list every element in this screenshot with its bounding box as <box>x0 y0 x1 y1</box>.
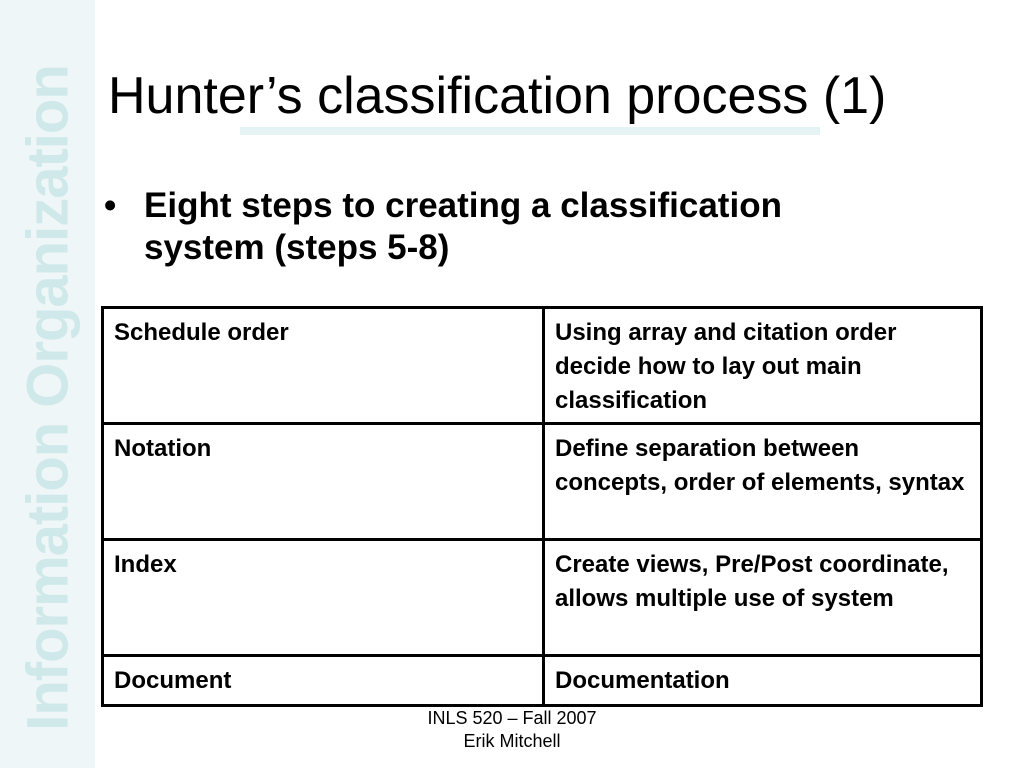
title-underline <box>240 127 820 135</box>
bullet-item: • Eight steps to creating a classificati… <box>104 185 904 269</box>
footer-author: Erik Mitchell <box>463 731 561 751</box>
sidebar-band <box>0 0 95 768</box>
step-name-cell: Notation <box>101 422 545 541</box>
step-description-cell: Create views, Pre/Post coordinate, allow… <box>542 538 983 657</box>
table-row: Notation Define separation between conce… <box>101 422 983 541</box>
steps-table: Schedule order Using array and citation … <box>101 306 983 707</box>
footer-course: INLS 520 – Fall 2007 <box>427 708 597 728</box>
slide-title: Hunter’s classification process (1) <box>108 67 887 125</box>
bullet-text: Eight steps to creating a classification… <box>144 186 782 267</box>
step-description-cell: Documentation <box>542 654 983 707</box>
table-row: Index Create views, Pre/Post coordinate,… <box>101 538 983 657</box>
step-description-cell: Define separation between concepts, orde… <box>542 422 983 541</box>
step-description-cell: Using array and citation order decide ho… <box>542 306 983 425</box>
sidebar-vertical-text: Information Organization <box>15 65 81 731</box>
footer: INLS 520 – Fall 2007 Erik Mitchell <box>312 707 712 753</box>
bullet-dot-icon: • <box>104 186 117 225</box>
step-name-cell: Document <box>101 654 545 707</box>
step-name-cell: Schedule order <box>101 306 545 425</box>
table-row: Document Documentation <box>101 654 983 707</box>
table-row: Schedule order Using array and citation … <box>101 306 983 425</box>
step-name-cell: Index <box>101 538 545 657</box>
